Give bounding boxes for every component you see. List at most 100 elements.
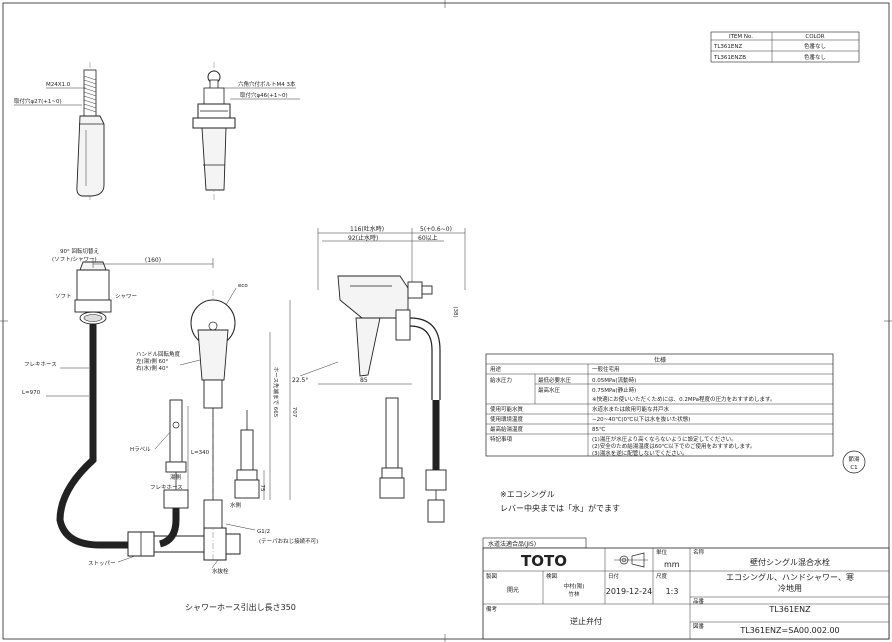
spec-subkey: 最低必要水圧 [538,376,572,384]
shower-label: シャワー [115,293,137,300]
color-row-color: 色番なし [804,42,826,50]
color-row-color: 色番なし [804,53,826,61]
spec-key: 最高給湯温度 [490,425,524,433]
name-line3: 冷地用 [778,583,802,593]
spec-value: 85℃ [592,426,605,433]
eco-note-desc: レバー中央までは「水」がでます [500,503,620,513]
spec-value: (3)湯水を逆に配管しないでください。 [592,449,688,457]
unit-label: 単位 [656,548,668,556]
thread-label: M24X1.0 [46,82,71,88]
g12-sub-label: (テーパおねじ接続不可) [259,537,318,545]
rotation-label: 90° 回転切替え [60,247,99,255]
dim-707: 707 [291,407,297,418]
holder-front-view: 六角穴付ボルトM4 3本 取付穴φ46(+1~0) [192,62,300,200]
color-row-item: TL361ENZB [713,55,746,61]
color-header-item: ITEM No. [729,34,753,40]
shower-length-note: シャワーホース引出し長さ350 [185,602,296,612]
hand-shower-front: eco ハンドル回転角度 左(湯)側 60° 右(水)側 40° [136,283,248,560]
brand-logo: TOTO [521,552,567,570]
dim-160: (160) [145,257,161,264]
g12-label: G1/2 [257,529,270,535]
dim-60: 60以上 [418,234,438,242]
dim-92: 92(止水時) [348,234,378,242]
rotation-sub-label: (ソフト/シャワー) [52,256,97,263]
handle-left-label: 左(湯)側 60° [136,357,169,365]
hex-bolt-label: 六角穴付ボルトM4 3本 [238,80,296,88]
holder-side-view: M24X1.0 取付穴φ27(+1~0) [14,62,105,200]
shower-assembly-front: 90° 回転切替え (ソフト/シャワー) ソフト シャワー フレキホース L=9… [22,247,241,575]
projection-symbol-icon [614,552,648,568]
color-row-item: TL361ENZ [713,44,743,50]
hot-side-riser [158,399,189,548]
spec-title: 仕様 [654,356,666,364]
water-saving-stamp: 節湯 C1 [842,450,866,474]
dim-75: 75 [259,485,265,492]
faucet-side-view: 116(吐水時) 92(止水時) 5(+0.6~0) 60以上 22.5° 85… [292,225,466,523]
mount-hole-right-label: 取付穴φ46(+1~0) [240,91,288,99]
stopper-label: ストッパー [88,560,116,567]
scale-value: 1:3 [666,587,679,596]
name-label: 名称 [693,548,705,556]
eco-note-title: ※エコシングル [500,489,555,499]
stamp-line1: 節湯 [848,455,860,463]
spec-key: 特記事項 [490,435,513,443]
spec-value: (2)安全のため給湯温度は60℃以下でのご使用をおすすめします。 [592,442,755,450]
eco-label: eco [238,283,248,289]
product-value: TL361ENZ [768,605,811,614]
spec-value: 0.75MPa(静止時) [592,386,636,394]
unit-value: mm [664,560,680,569]
spec-key: 使用可能水質 [490,405,524,413]
spec-table: 仕様 用途 一般住宅用 給水圧力 最低必要水圧 0.05MPa(流動時) 最高水… [485,353,834,457]
spec-subkey: 最高水圧 [538,386,561,394]
handle-right-label: 右(水)側 40° [136,364,169,372]
front-dimensions: (160) L=340 ホース先端まで 665 707 75 [92,257,297,500]
water-valve-label: 水抜栓 [212,567,229,575]
stamp-line2: C1 [850,465,857,471]
date-label: 日付 [608,572,620,580]
check-label: 検図 [546,572,558,580]
name-line1: 壁付シングル混合水栓 [750,557,830,567]
date-value: 2019-12-24 [606,587,653,596]
dim-85: 85 [360,377,368,384]
h-label: Hラベル [130,446,151,453]
l970-label: L=970 [22,390,41,396]
scale-label: 尺度 [656,572,668,580]
dim-5: 5(+0.6~0) [420,226,452,233]
mount-hole-left-label: 取付穴φ27(+1~0) [14,97,62,105]
spec-value: 水道水または飲用可能な井戸水 [592,405,670,413]
title-block: 水道法適合品(JIS) TOTO 単位 mm 名称 壁付シングル混合水栓 エコシ… [482,537,890,640]
dim-116: 116(吐水時) [350,225,384,233]
spec-value: 一般住宅用 [592,365,620,373]
remarks-label: 備考 [486,605,498,613]
soft-label: ソフト [55,293,72,300]
spec-key: 使用環境温度 [490,415,524,423]
spec-value: (1)湯圧が水圧より高くならないように設定してください。 [592,435,737,443]
cold-side-riser: 水側 G1/2 (テーパおねじ接続不可) [225,410,318,545]
dim-38: (38) [452,306,458,317]
cold-side-label: 水側 [230,501,242,509]
dim-angle: 22.5° [292,377,308,384]
name-line2: エコシングル、ハンドシャワー、寒 [726,572,854,582]
drawing-label: 図番 [693,623,705,630]
dim-l340: L=340 [191,450,210,456]
flex-hose-label: フレキホース [24,361,57,368]
spec-value: 0.05MPa(流動時) [592,376,636,384]
remarks-value: 逆止弁付 [570,616,602,626]
spec-key: 給水圧力 [490,376,512,384]
check-value2: 竹林 [568,590,580,598]
color-header-color: COLOR [805,34,824,40]
spec-key: 用途 [490,365,502,373]
drawing-number: TL361ENZ=SA00.002.00 [739,626,839,635]
flex-hose2-label: フレキホース [150,484,183,491]
dim-665: ホース先端まで 665 [272,367,280,418]
product-label: 品番 [693,598,705,605]
handle-angle-label: ハンドル回転角度 [136,350,181,358]
cert-label: 水道法適合品(JIS) [488,540,536,548]
spec-value: −20~40℃(0℃以下は水を抜いた状態) [592,415,690,423]
drawn-label: 製図 [486,572,498,580]
check-value1: 中村(陽) [564,582,585,590]
spec-value: ※快適にお使いいただくためには、0.2MPa程度の圧力をおすすめします。 [592,395,776,403]
color-table: ITEM No. COLOR TL361ENZ 色番なし TL361ENZB 色… [710,31,860,63]
drawn-value: 開光 [507,586,519,594]
